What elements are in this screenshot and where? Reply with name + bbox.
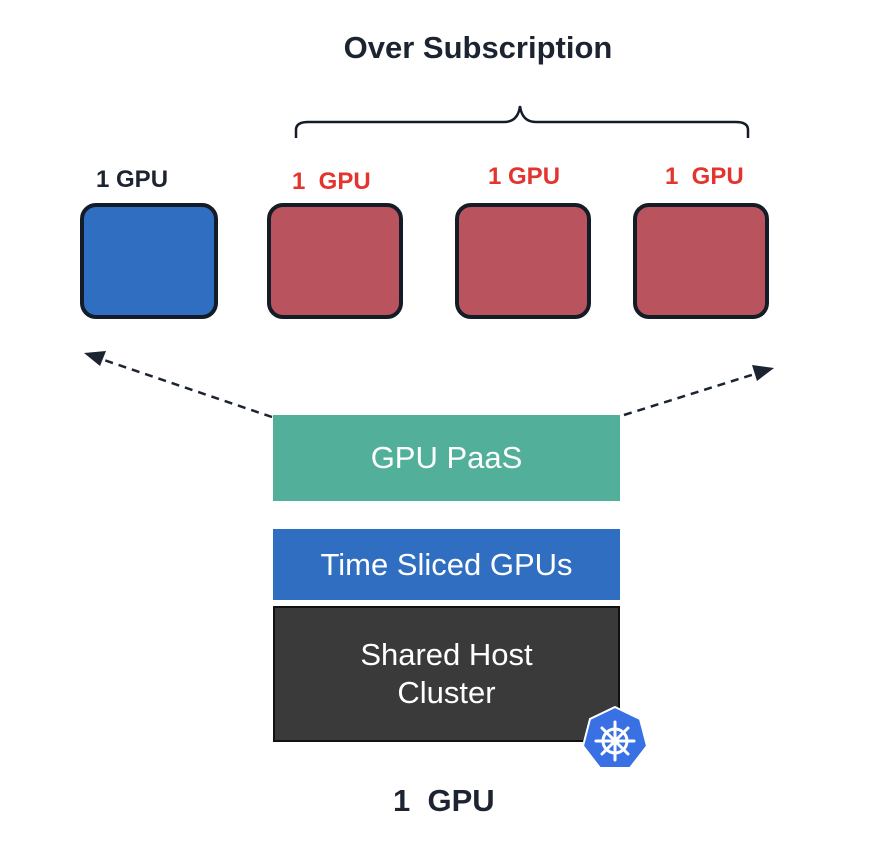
- gpu-paas-layer: GPU PaaS: [273, 415, 620, 501]
- gpu-label-2: 1 GPU: [292, 168, 371, 195]
- kubernetes-icon: [581, 705, 649, 769]
- gpu-box-oversubscribed-3: [633, 203, 769, 319]
- gpu-label-1: 1 GPU: [96, 166, 169, 193]
- gpu-label-4: 1 GPU: [665, 163, 744, 190]
- over-subscription-brace: [294, 105, 750, 138]
- bottom-gpu-label: 1 GPU: [393, 783, 495, 818]
- over-subscription-title: Over Subscription: [343, 30, 613, 65]
- gpu-box-oversubscribed-2: [455, 203, 591, 319]
- gpu-box-oversubscribed-1: [267, 203, 403, 319]
- gpu-label-3: 1 GPU: [488, 163, 561, 190]
- shared-host-cluster-layer: Shared Host Cluster: [273, 606, 620, 742]
- gpu-box-allocated: [80, 203, 218, 319]
- time-sliced-gpus-layer: Time Sliced GPUs: [273, 529, 620, 600]
